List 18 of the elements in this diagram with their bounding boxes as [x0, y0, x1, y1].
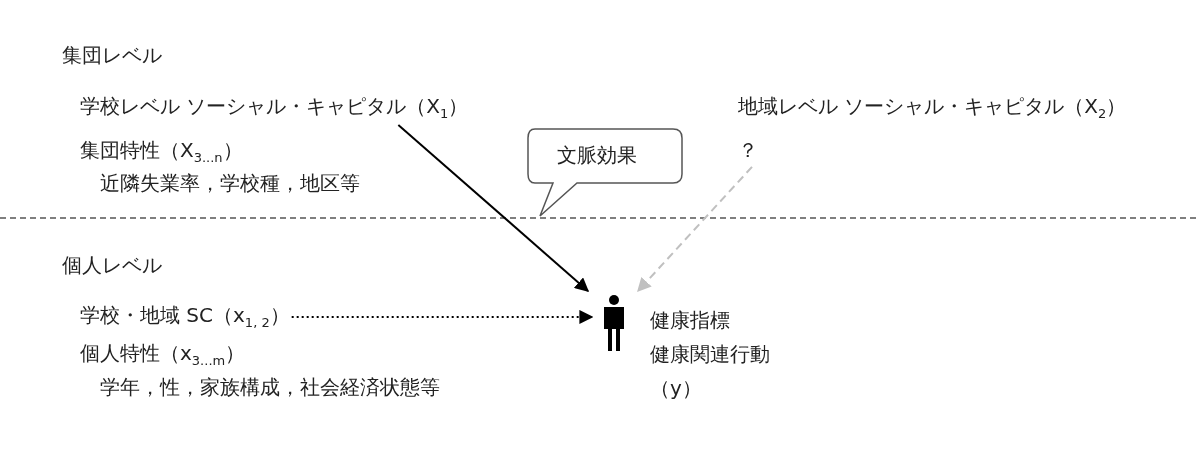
text-label: ？ [738, 136, 759, 163]
speech-bubble [527, 128, 683, 218]
text-label: 健康指標 [650, 307, 730, 333]
text-label: 地域レベル ソーシャル・キャピタル（X$_{2}$） [738, 93, 1127, 123]
arrow [397, 123, 590, 292]
text-label: 集団特性（X$_{3...n}$） [80, 137, 243, 167]
text-label: 個人特性（x$_{3...m}$） [80, 340, 246, 370]
level-heading: 個人レベル [62, 252, 162, 278]
text-label: 学校レベル ソーシャル・キャピタル（X$_{1}$） [80, 93, 469, 123]
text-label: 健康関連行動 [650, 341, 770, 367]
level-heading: 集団レベル [62, 42, 162, 68]
text-label: 近隣失業率，学校種，地区等 [100, 170, 360, 196]
text-label: 学年，性，家族構成，社会経済状態等 [100, 374, 440, 400]
text-label: 学校・地域 SC（x$_{1, 2}$） [80, 302, 290, 332]
bubble-text: 文脈効果 [557, 142, 637, 168]
arrow [637, 165, 753, 293]
arrow [290, 309, 594, 324]
text-label: （y） [650, 375, 702, 401]
